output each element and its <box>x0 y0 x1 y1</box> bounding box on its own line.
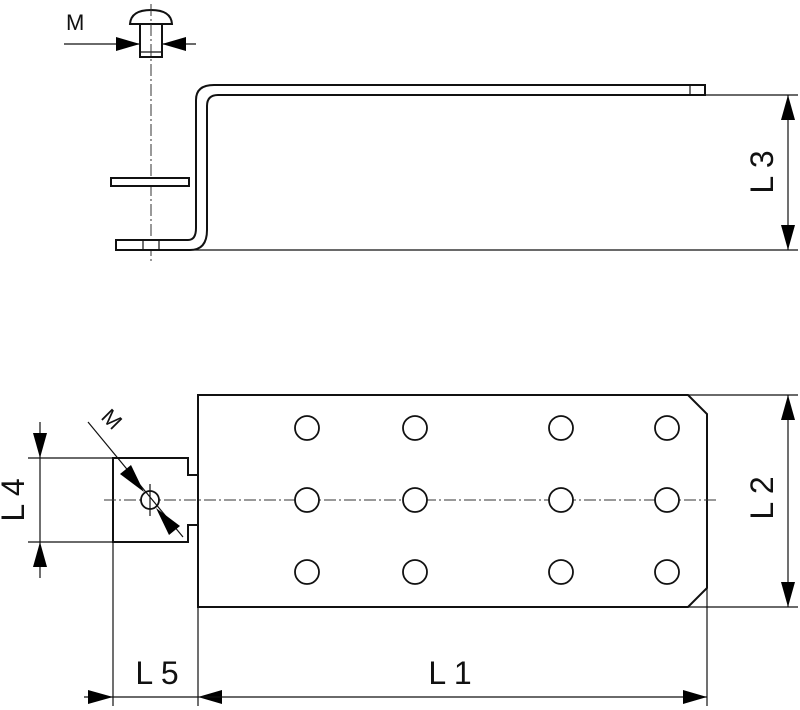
hole <box>654 559 680 585</box>
label-l2: L 2 <box>744 476 780 519</box>
main-plate <box>197 394 708 608</box>
bracket-profile <box>115 84 706 251</box>
hole <box>294 487 320 513</box>
label-m-top: M <box>66 10 84 35</box>
hole <box>402 415 428 441</box>
side-view: M L 3 <box>64 4 798 262</box>
hole <box>654 415 680 441</box>
label-l3: L 3 <box>744 150 780 193</box>
dimension-m-top: M <box>64 10 196 51</box>
hole <box>294 415 320 441</box>
hole <box>548 415 574 441</box>
dimension-l5: L 5 <box>84 655 222 704</box>
hole <box>548 559 574 585</box>
dimension-l2: L 2 <box>688 394 798 608</box>
label-m-bottom: M <box>96 404 127 435</box>
dimension-l3: L 3 <box>190 94 798 251</box>
plan-view: M L 4 L 2 <box>0 394 798 706</box>
washer <box>110 177 190 187</box>
dimension-l4: L 4 <box>0 422 113 578</box>
hole <box>654 487 680 513</box>
hole <box>548 487 574 513</box>
label-l4: L 4 <box>0 478 31 521</box>
hole-pattern <box>140 415 680 585</box>
hole <box>402 559 428 585</box>
hole <box>402 487 428 513</box>
label-l5: L 5 <box>135 655 178 691</box>
label-l1: L 1 <box>428 655 471 691</box>
hole <box>294 559 320 585</box>
dimension-l1: L 1 <box>198 655 707 704</box>
